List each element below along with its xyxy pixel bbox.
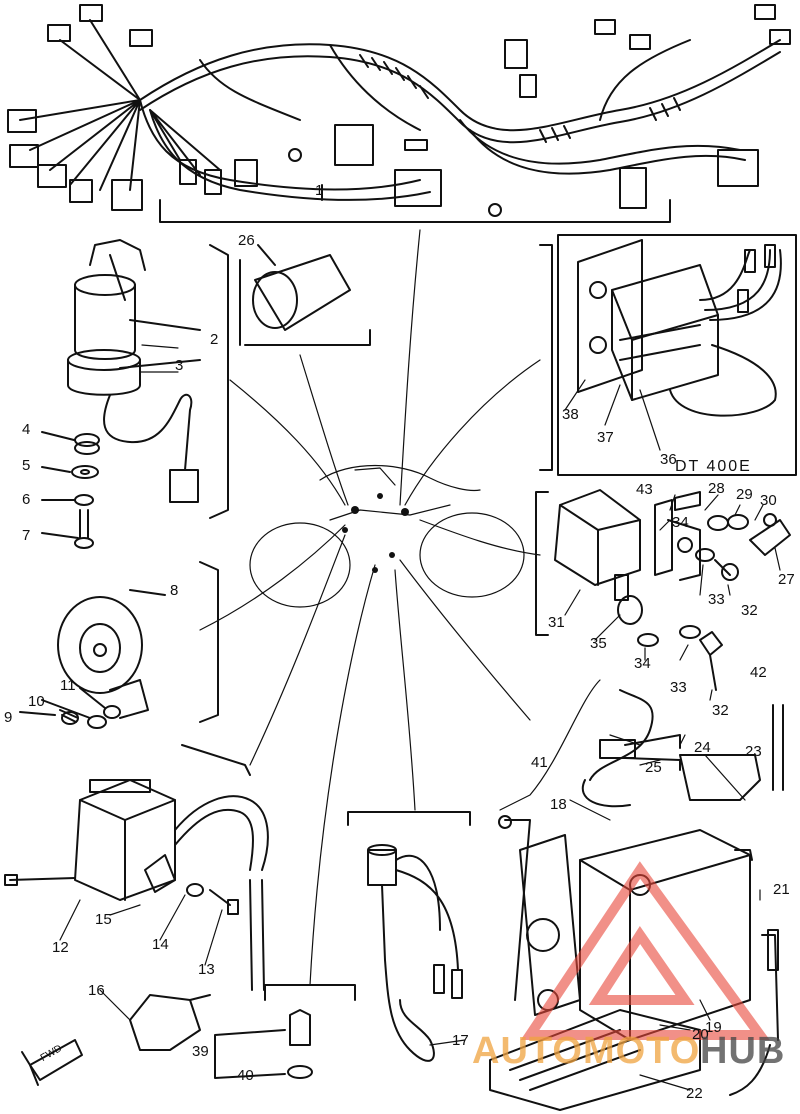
part-label-25: 25 [645,759,662,776]
sidestand-switch [347,811,471,1062]
part-label-32b: 32 [712,702,729,719]
part-label-18: 18 [550,796,567,813]
ignition-coil [4,744,269,1051]
part-label-11: 11 [60,677,76,694]
part-label-41: 41 [531,754,548,771]
starter-relay-assembly [535,489,791,691]
wire-harness [7,4,791,223]
part-label-5: 5 [22,457,31,474]
part-label-15: 15 [95,911,112,928]
part-label-43: 43 [636,481,653,498]
regulator-assembly [539,234,797,476]
part-label-31: 31 [548,614,565,631]
part-label-3: 3 [175,357,184,374]
battery-assembly [489,689,784,1111]
part-label-12: 12 [52,939,69,956]
part-label-34a: 34 [672,514,689,531]
part-label-38: 38 [562,406,579,423]
fwd-arrow-icon [21,1039,83,1086]
part-label-9: 9 [4,709,13,726]
part-label-10: 10 [28,693,45,710]
leader-lines [199,229,541,986]
part-label-23: 23 [745,743,762,760]
part-label-13: 13 [198,961,215,978]
part-label-33a: 33 [708,591,725,608]
part-label-4: 4 [22,421,31,438]
part-label-2: 2 [210,331,219,348]
part-label-39: 39 [192,1043,209,1060]
model-label: DT 400E [675,458,752,475]
part-label-14: 14 [152,936,169,953]
watermark-text-automoto: AUTOMOTO [472,1030,701,1072]
part-label-26: 26 [238,232,255,249]
flasher-relay [239,244,371,346]
part-label-17: 17 [452,1032,469,1049]
part-label-20: 20 [692,1026,709,1043]
part-label-28: 28 [708,480,725,497]
part-label-8: 8 [170,582,179,599]
neutral-switch [214,984,356,1079]
part-label-30: 30 [760,492,777,509]
part-label-42: 42 [750,664,767,681]
part-label-35: 35 [590,635,607,652]
part-label-24: 24 [694,739,711,756]
part-label-7: 7 [22,527,31,544]
horn-assembly [19,561,219,729]
part-label-27: 27 [778,571,795,588]
part-label-29: 29 [736,486,753,503]
part-label-36: 36 [660,451,677,468]
part-label-37: 37 [597,429,614,446]
part-label-6: 6 [22,491,31,508]
part-label-21: 21 [773,881,790,898]
bike-silhouette [249,465,525,608]
watermark-logo [520,861,770,1040]
part-label-1: 1 [315,182,324,199]
part-label-22: 22 [686,1085,703,1102]
part-label-19: 19 [705,1019,722,1036]
fasteners-4-7 [41,431,100,549]
callout-lines [59,344,781,1091]
part-label-32a: 32 [741,602,758,619]
part-label-40: 40 [237,1067,254,1084]
part-label-34b: 34 [634,655,651,672]
part-label-16: 16 [88,982,105,999]
watermark-text-hub: HUB [700,1030,786,1072]
part-label-33b: 33 [670,679,687,696]
main-switch [67,239,229,519]
